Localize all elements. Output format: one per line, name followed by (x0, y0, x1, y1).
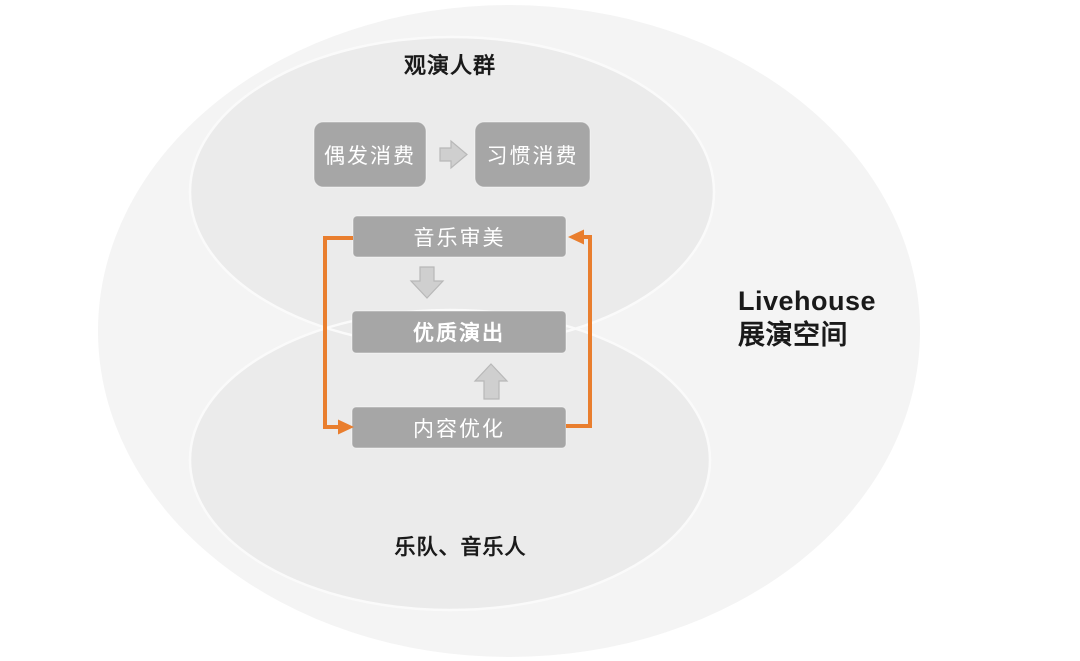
arrow-right-icon (439, 139, 468, 170)
habitual-consumption-box (474, 121, 591, 188)
musicians-ellipse-rim (188, 308, 712, 612)
feedback-connector-left (323, 236, 353, 429)
feedback-arrowhead-right-icon (338, 419, 354, 435)
music-aesthetics-box (352, 215, 567, 258)
audience-ellipse (190, 37, 714, 347)
musicians-ellipse (190, 310, 710, 610)
feedback-arrowhead-left-icon (568, 229, 584, 245)
feedback-connector-right (566, 235, 592, 428)
content-optimization-box (351, 406, 567, 449)
occasional-consumption-box (313, 121, 427, 188)
quality-performance-box (351, 310, 567, 354)
arrow-down-icon (409, 266, 445, 299)
arrow-up-icon (473, 363, 509, 400)
